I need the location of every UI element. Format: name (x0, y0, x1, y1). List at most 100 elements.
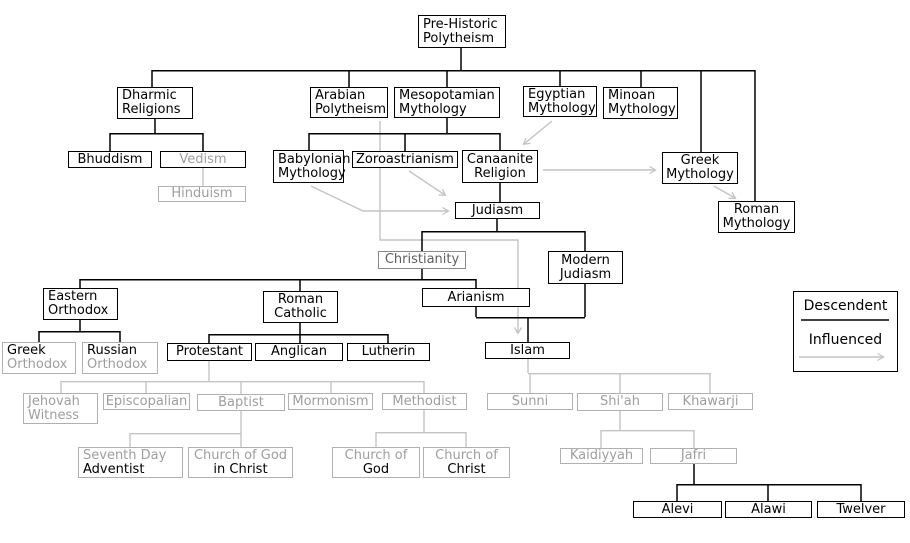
node-arianism: Arianism (422, 288, 530, 307)
node-label: Seventh Day (83, 447, 167, 463)
node-label: Lutherin (361, 344, 416, 359)
influenced-tree-lines (60, 168, 711, 448)
node-label: Arabian (315, 87, 366, 103)
node-label: Alawi (751, 501, 786, 517)
node-label: God (362, 461, 390, 477)
node-shiah: Shi'ah (577, 393, 663, 411)
node-label: Mythology (278, 165, 346, 181)
arrow-arabian-to-islam (379, 121, 523, 335)
node-mormonism: Mormonism (288, 393, 373, 410)
node-sunni: Sunni (487, 393, 573, 410)
node-label: Babylonian (278, 151, 351, 167)
node-label: Mythology (722, 216, 791, 231)
node-label: Mythology (528, 100, 596, 116)
node-label: Mythology (399, 101, 467, 117)
node-bhuddism: Bhuddism (68, 151, 152, 168)
node-label: Orthodox (48, 303, 109, 318)
node-label: Orthodox (87, 357, 148, 372)
node-label: Protestant (176, 344, 243, 359)
node-label: Judiasm (471, 202, 524, 218)
node-hinduism: Hinduism (158, 186, 246, 202)
node-label: Church of (344, 447, 408, 463)
descendent-tree-lines (38, 48, 889, 501)
node-anglican: Anglican (255, 343, 343, 361)
node-label: Pre-Historic (423, 16, 498, 32)
node-twelver: Twelver (817, 501, 905, 518)
node-label: Witness (28, 407, 80, 423)
node-label: Religion (474, 165, 526, 181)
node-label: Religions (122, 102, 181, 117)
node-label: Church of (435, 447, 498, 463)
node-label: Jafri (680, 448, 707, 463)
node-lutherin: Lutherin (347, 343, 430, 361)
node-label: Roman (277, 292, 324, 307)
node-label: Jehovah (28, 393, 80, 409)
node-label: Vedism (179, 151, 227, 167)
node-label: Orthodox (7, 357, 68, 372)
node-label: Mormonism (292, 393, 369, 409)
node-label: Eastern (48, 289, 98, 304)
node-label: Greek (7, 343, 46, 358)
node-label: Kaidiyyah (569, 448, 634, 463)
arrow-zoroastrianism-to-judiasm (408, 170, 447, 196)
legend-descendent-label: Descendent (803, 298, 888, 314)
arrow-egyptian-to-canaanite (522, 120, 553, 146)
node-label: Polytheism (423, 30, 495, 46)
node-alevi: Alevi (633, 501, 722, 518)
node-label: Mythology (666, 167, 734, 182)
node-islam: Islam (485, 342, 570, 359)
node-christianity: Christianity (378, 251, 466, 269)
node-label: Modern (561, 252, 610, 268)
node-label: Hinduism (171, 186, 233, 201)
node-label: Church of God (193, 447, 288, 463)
legend-influenced-label: Influenced (808, 332, 883, 348)
node-label: Russian (87, 343, 138, 358)
node-label: Mythology (608, 102, 676, 117)
node-label: Judiasm (559, 266, 612, 282)
node-label: Roman (733, 202, 780, 217)
node-zoroastrianism: Zoroastrianism (352, 151, 458, 168)
node-alawi: Alawi (725, 501, 812, 518)
arrow-greek-to-roman (713, 185, 737, 199)
node-label: Greek (680, 153, 720, 168)
node-label: Anglican (271, 344, 327, 359)
node-episcopalian: Episcopalian (103, 393, 190, 410)
node-label: Egyptian (528, 86, 586, 102)
node-label: Zoroastrianism (356, 151, 454, 167)
node-label: Bhuddism (77, 151, 143, 167)
node-label: Episcopalian (105, 393, 188, 409)
node-label: Methodist (392, 393, 457, 409)
node-label: Khawarji (682, 393, 739, 409)
node-label: Mesopotamian (399, 87, 495, 103)
node-baptist: Baptist (197, 394, 285, 411)
node-label: Catholic (274, 306, 327, 321)
node-label: Adventist (83, 461, 145, 477)
node-kaidiyyah: Kaidiyyah (560, 448, 643, 464)
node-label: Sunni (511, 393, 549, 409)
node-label: Baptist (218, 394, 264, 410)
node-label: Islam (510, 342, 545, 358)
legend: Descendent Influenced (793, 291, 898, 372)
arrow-babylonian-to-judiasm (310, 185, 450, 216)
node-methodist: Methodist (382, 393, 467, 410)
node-label: Canaanite (466, 151, 534, 167)
influenced-arrows (310, 120, 885, 362)
node-label: Christianity (384, 252, 460, 267)
